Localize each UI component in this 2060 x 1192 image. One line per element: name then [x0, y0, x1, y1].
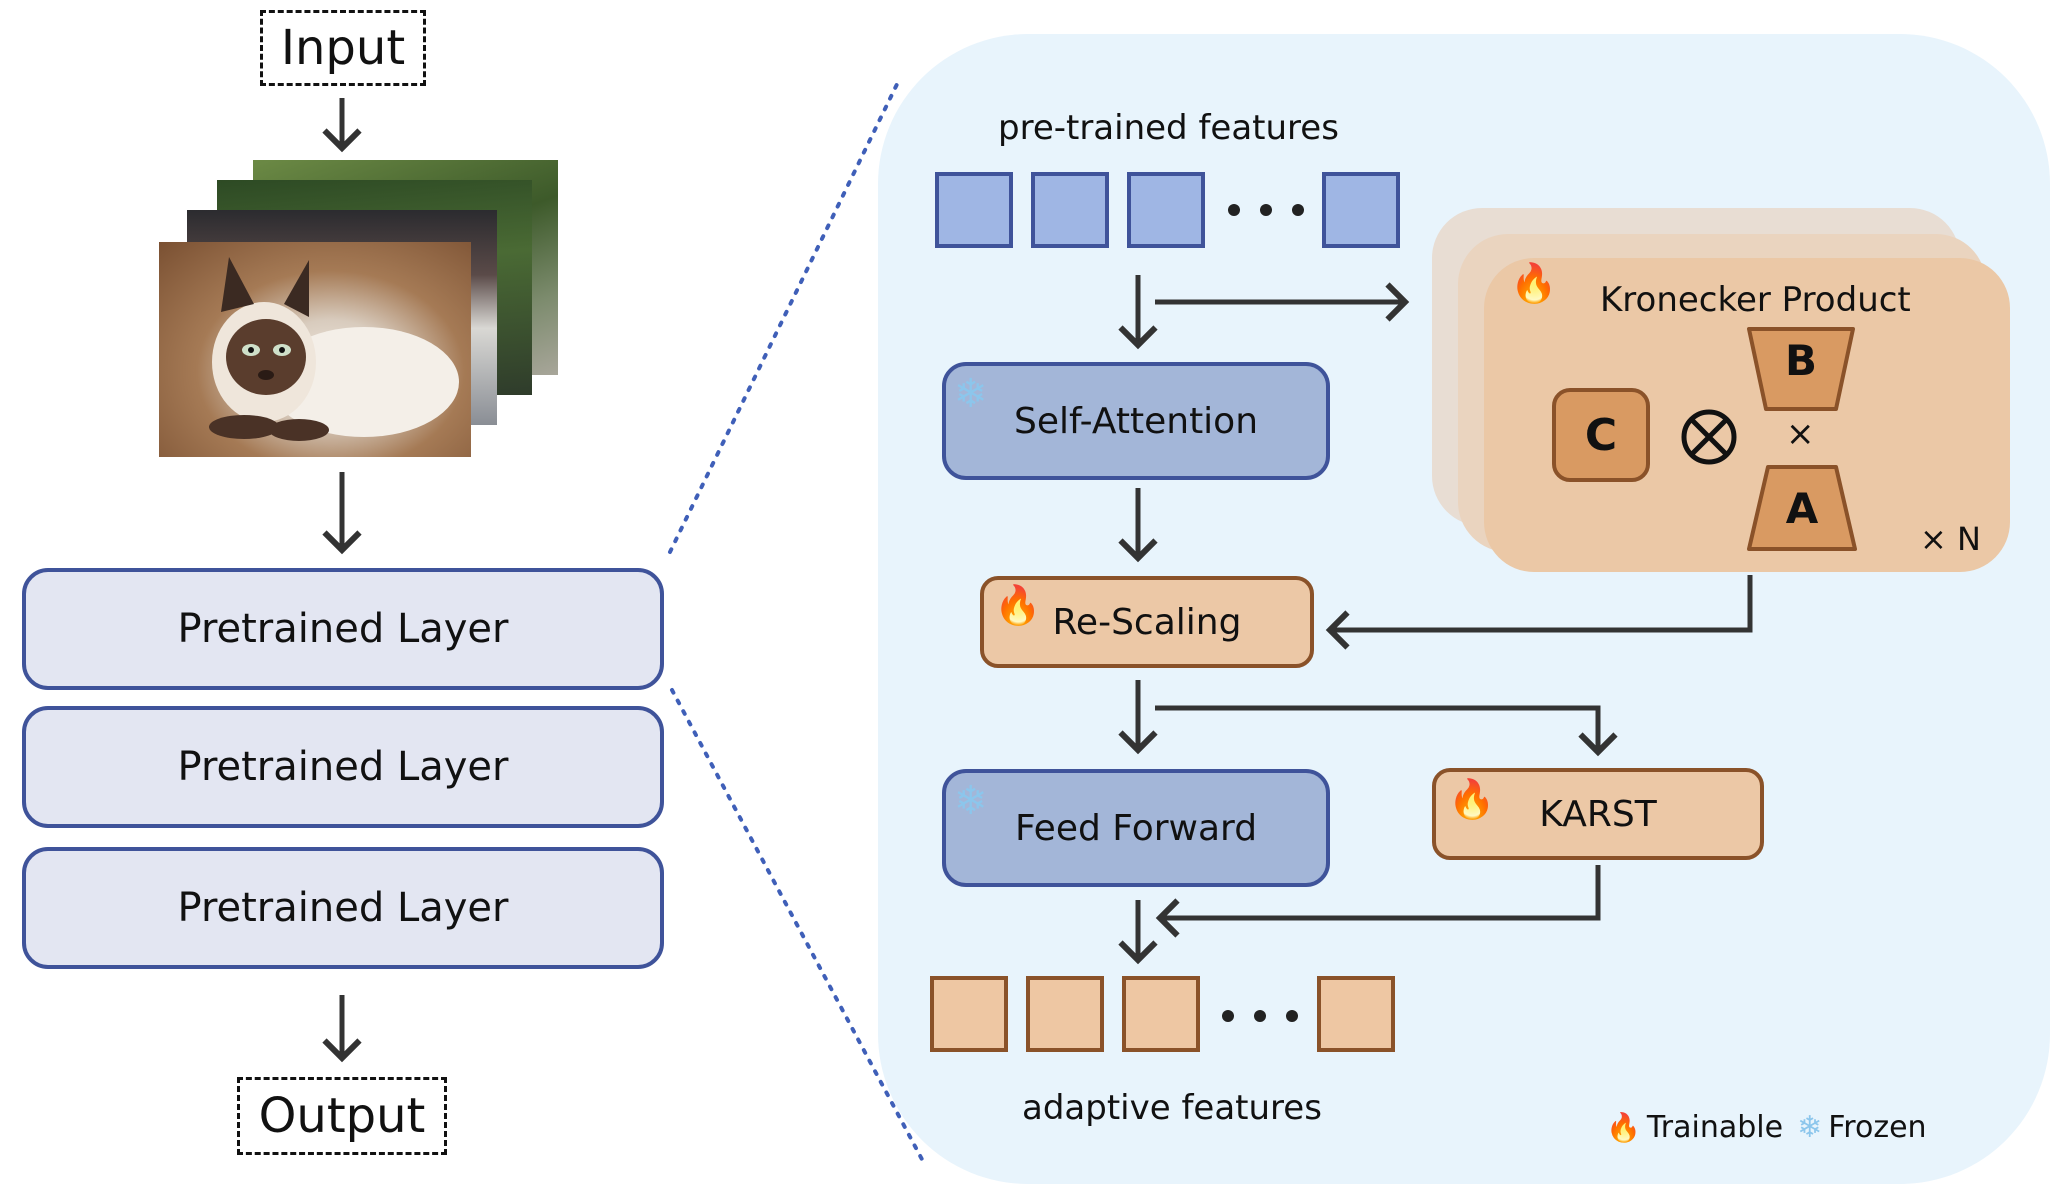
karst-block: 🔥 KARST [1432, 768, 1764, 860]
arrow-karst-to-merge [1155, 865, 1601, 938]
adaptive-feature-3 [1122, 976, 1200, 1052]
feed-forward-label: Feed Forward [1014, 807, 1258, 849]
ellipsis-top [1228, 204, 1304, 216]
adaptive-features-label: adaptive features [1022, 1088, 1322, 1128]
fire-icon: 🔥 [994, 583, 1042, 627]
rescaling-label: Re-Scaling [1052, 601, 1242, 643]
repeat-n-label: × N [1920, 520, 1981, 558]
snowflake-icon: ❄ [1797, 1109, 1823, 1145]
input-label: Input [260, 10, 426, 86]
legend-trainable: Trainable [1646, 1110, 1784, 1145]
arrow-kronecker-to-rescaling [1325, 575, 1753, 650]
pretrained-layer-3: Pretrained Layer [22, 847, 664, 969]
feed-forward-block: ❄ Feed Forward [942, 769, 1330, 887]
pretrained-layer-1: Pretrained Layer [22, 568, 664, 690]
self-attention-label: Self-Attention [1013, 400, 1259, 442]
times-symbol: × [1786, 414, 1815, 454]
rescaling-block: 🔥 Re-Scaling [980, 576, 1314, 668]
cat-illustration [209, 257, 459, 441]
kronecker-title: Kronecker Product [1600, 280, 1911, 320]
matrix-b-label: B [1784, 336, 1817, 385]
dotted-connector-top [668, 76, 902, 554]
fire-icon: 🔥 [1510, 261, 1558, 305]
pretrained-feature-2 [1031, 172, 1109, 248]
pretrained-feature-3 [1127, 172, 1205, 248]
fire-icon: 🔥 [1448, 777, 1496, 821]
output-label: Output [237, 1077, 447, 1155]
adaptive-feature-1 [930, 976, 1008, 1052]
legend-frozen: Frozen [1828, 1110, 1927, 1145]
snowflake-icon: ❄ [954, 778, 988, 824]
cat-image [159, 242, 471, 457]
adaptive-feature-n [1317, 976, 1395, 1052]
pretrained-features-label: pre-trained features [998, 108, 1339, 148]
karst-label: KARST [1539, 793, 1657, 835]
fire-icon: 🔥 [1606, 1110, 1641, 1144]
matrix-a-label: A [1785, 484, 1819, 533]
matrix-a-shape [1747, 465, 1857, 551]
arrow-rescaling-to-karst [1155, 705, 1618, 757]
matrix-b-shape [1747, 327, 1855, 411]
otimes-icon [1681, 409, 1737, 465]
matrix-c: C [1552, 388, 1650, 482]
adaptive-feature-2 [1026, 976, 1104, 1052]
legend: 🔥 Trainable ❄ Frozen [1606, 1110, 1927, 1145]
dotted-connector-bottom [670, 688, 927, 1167]
image-stack [155, 160, 560, 460]
pretrained-feature-1 [935, 172, 1013, 248]
snowflake-icon: ❄ [954, 371, 988, 417]
pretrained-layer-2: Pretrained Layer [22, 706, 664, 828]
ellipsis-bottom [1222, 1010, 1298, 1022]
self-attention-block: ❄ Self-Attention [942, 362, 1330, 480]
pretrained-feature-n [1322, 172, 1400, 248]
